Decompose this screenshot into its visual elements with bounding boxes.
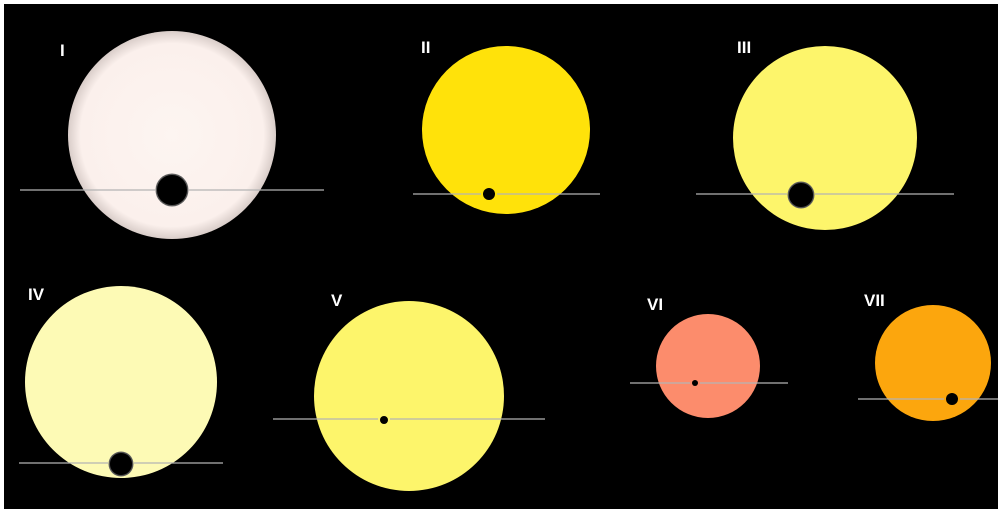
star-6 (656, 314, 760, 418)
star-4 (25, 286, 217, 478)
system-label-4: IV (28, 285, 45, 304)
star-2 (422, 46, 590, 214)
transit-system-2: II (413, 38, 600, 214)
system-label-7: VII (864, 291, 885, 310)
planet-6 (692, 380, 698, 386)
system-label-1: I (60, 41, 65, 60)
planet-1 (157, 175, 187, 205)
transit-system-4: IV (19, 285, 223, 478)
star-5 (314, 301, 504, 491)
star-7 (875, 305, 991, 421)
planet-3 (789, 183, 813, 207)
transit-system-7: VII (858, 291, 998, 421)
star-3 (733, 46, 917, 230)
planet-2 (483, 188, 495, 200)
transit-system-5: V (273, 291, 545, 491)
planet-5 (380, 416, 388, 424)
planet-7 (946, 393, 958, 405)
system-label-3: III (737, 38, 751, 57)
transit-system-6: VI (630, 295, 788, 418)
system-label-5: V (331, 291, 343, 310)
star-1 (68, 31, 276, 239)
transit-system-1: I (20, 31, 324, 239)
system-label-2: II (421, 38, 430, 57)
transit-system-3: III (696, 38, 954, 230)
planet-4 (110, 453, 132, 475)
system-label-6: VI (647, 295, 663, 314)
